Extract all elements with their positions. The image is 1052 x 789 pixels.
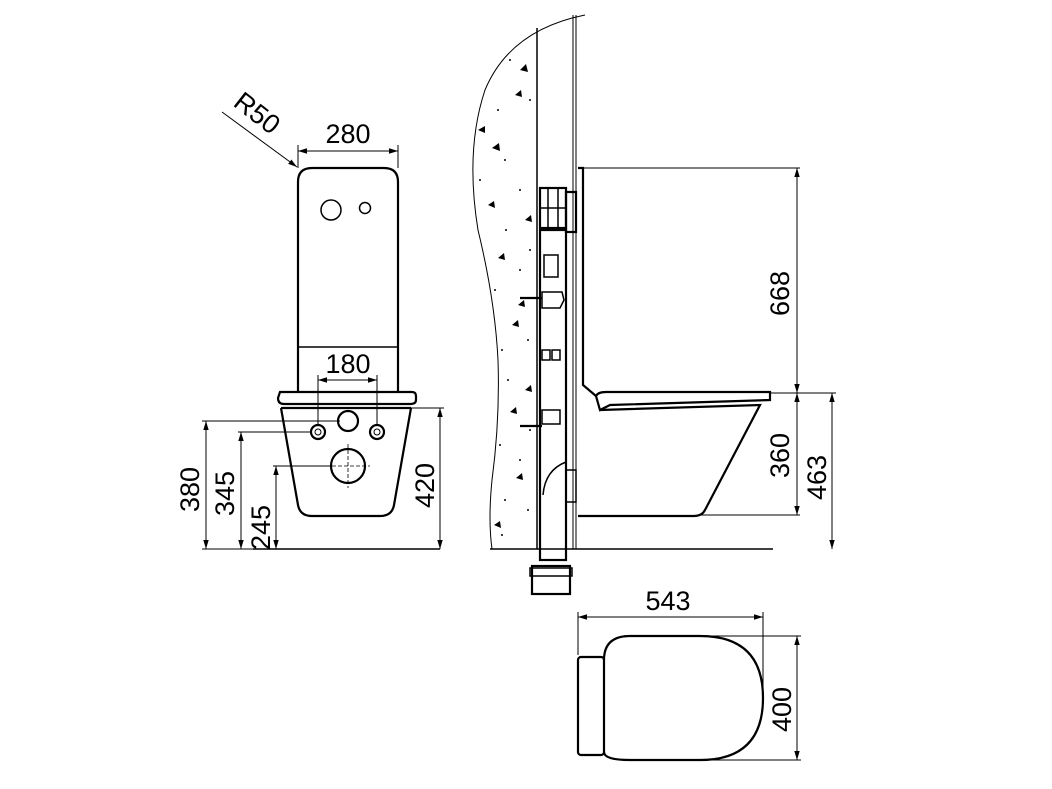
fixing-hole-right	[368, 423, 386, 441]
dim-380: 380	[175, 467, 205, 512]
dim-180: 180	[325, 349, 370, 379]
water-inlet	[336, 409, 360, 433]
flush-button-large	[320, 199, 342, 221]
dim-420: 420	[410, 463, 440, 508]
installation-frame	[520, 186, 578, 596]
bowl-front	[279, 407, 413, 518]
bowl-side	[578, 403, 762, 518]
side-view: 668 360 463	[472, 14, 836, 596]
wall-section	[472, 14, 586, 550]
wall-aggregate	[478, 59, 532, 536]
seat-side	[594, 390, 772, 412]
seat-hinge-plate	[576, 655, 606, 757]
seat-outline-top	[602, 634, 765, 762]
dim-668: 668	[765, 271, 795, 316]
dim-400: 400	[767, 687, 797, 732]
flush-panel	[296, 166, 400, 392]
flush-button-small	[358, 201, 372, 215]
dim-245: 245	[246, 505, 276, 550]
radius-leader	[221, 111, 298, 168]
seat-front	[276, 390, 418, 406]
fixing-hole-left	[309, 423, 327, 441]
cistern-cover	[578, 166, 597, 397]
radius-label: R50	[228, 86, 286, 140]
dim-360: 360	[765, 433, 795, 478]
dim-345: 345	[210, 471, 240, 516]
dim-280: 280	[325, 119, 370, 149]
waste-pipe	[530, 564, 572, 596]
top-view: 543 400	[576, 586, 801, 762]
front-view: R50 280 180 380 345 245 420	[175, 86, 444, 550]
dim-543: 543	[645, 586, 690, 616]
dim-463: 463	[802, 455, 832, 500]
